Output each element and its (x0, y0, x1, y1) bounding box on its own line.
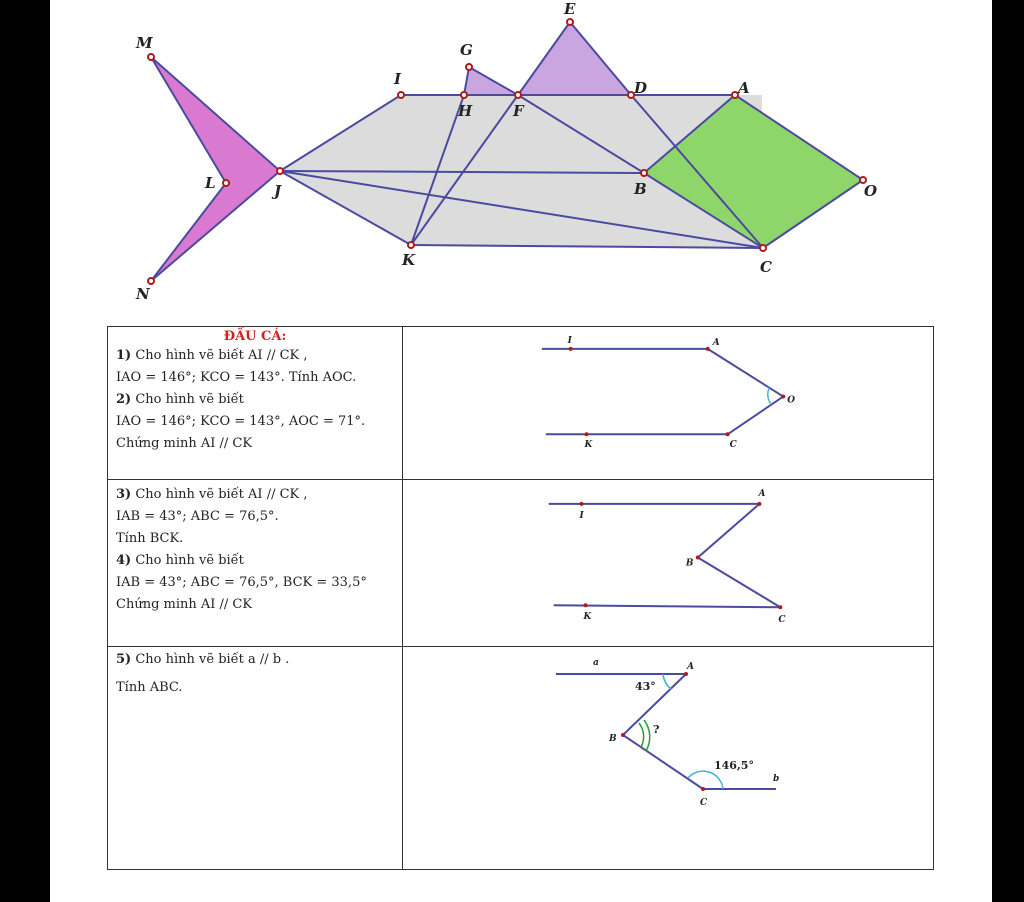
point-label-h: H (457, 102, 473, 120)
exercise-text: 3) Cho hình vẽ biết AI // CK , IAB = 43°… (108, 480, 403, 646)
point-label-m: M (135, 34, 153, 52)
exercise-text: 5) Cho hình vẽ biết a // b . Tính ABC. (108, 647, 403, 869)
svg-text:b: b (773, 774, 779, 784)
svg-text:C: C (778, 615, 786, 625)
point-label-e: E (563, 0, 576, 18)
svg-text:K: K (583, 612, 593, 622)
fish-tail (150, 56, 282, 282)
point-label-n: N (135, 285, 151, 303)
table-row: ĐẦU CÁ: 1) Cho hình vẽ biết AI // CK , I… (108, 327, 933, 480)
exercise-figure: a A B C b 43° ? 146,5° (403, 647, 933, 869)
table-row: 3) Cho hình vẽ biết AI // CK , IAB = 43°… (108, 480, 933, 647)
point-label-k: K (401, 251, 416, 269)
point-label-j: J (271, 182, 282, 200)
svg-text:I: I (567, 336, 573, 346)
page: M E G I H F D A L J B O K C N ĐẦU CÁ: 1)… (50, 0, 992, 902)
point-label-i: I (393, 70, 402, 88)
table-row: 5) Cho hình vẽ biết a // b . Tính ABC. (108, 647, 933, 869)
fin-g (462, 65, 522, 96)
figure-1: I A O K C (541, 336, 795, 450)
section-title: ĐẦU CÁ: (223, 329, 287, 344)
exercise-table: ĐẦU CÁ: 1) Cho hình vẽ biết AI // CK , I… (107, 326, 934, 870)
figure-3: a A B C b 43° ? 146,5° (556, 658, 779, 808)
fish-diagram: M E G I H F D A L J B O K C N (135, 0, 877, 303)
exercise-text: ĐẦU CÁ: 1) Cho hình vẽ biết AI // CK , I… (108, 327, 403, 479)
exercise-figure: I A O K C (403, 327, 933, 479)
svg-text:C: C (730, 440, 738, 450)
exercise-figure: A I B K C (403, 480, 933, 646)
point-label-a: A (736, 79, 750, 97)
svg-text:B: B (685, 558, 694, 568)
point-label-d: D (633, 79, 647, 97)
svg-text:a: a (593, 658, 599, 668)
svg-text:C: C (700, 798, 708, 808)
point-label-o: O (864, 182, 877, 200)
fin-e (516, 20, 634, 96)
point-label-l: L (204, 174, 216, 192)
svg-text:146,5°: 146,5° (714, 759, 754, 772)
svg-text:43°: 43° (635, 680, 656, 693)
figure-2: A I B K C (548, 489, 786, 625)
point-label-b: B (633, 180, 647, 198)
point-label-g: G (460, 41, 473, 59)
svg-text:K: K (584, 440, 594, 450)
point-label-f: F (512, 102, 525, 120)
point-label-c: C (760, 258, 772, 276)
svg-text:A: A (712, 338, 720, 348)
svg-text:B: B (608, 734, 617, 744)
svg-text:A: A (686, 662, 694, 672)
svg-text:O: O (787, 396, 795, 406)
svg-text:?: ? (653, 723, 659, 736)
svg-text:A: A (757, 489, 765, 499)
svg-text:I: I (579, 511, 585, 521)
